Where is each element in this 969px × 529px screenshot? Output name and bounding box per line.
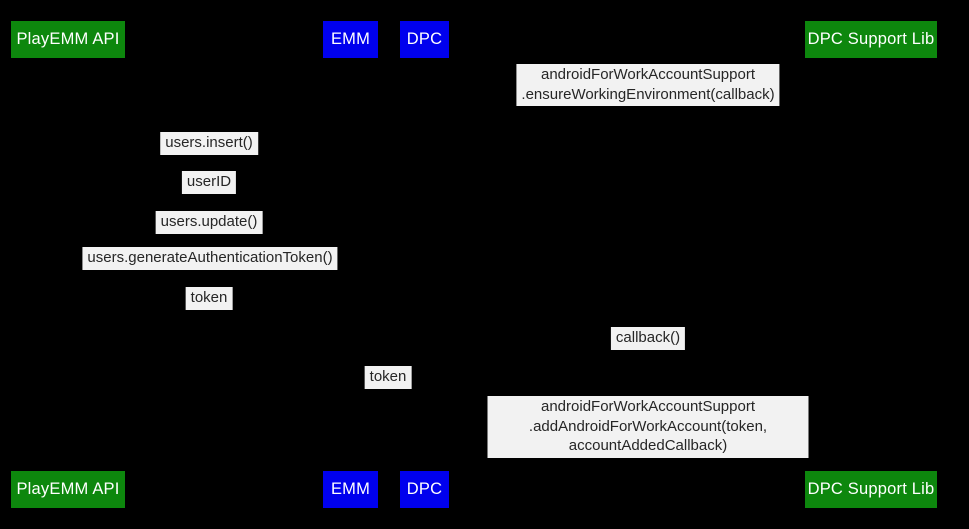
message-label-users-generate-authentication-token: users.generateAuthenticationToken(): [82, 247, 338, 270]
message-label-users-update: users.update(): [155, 211, 263, 234]
message-label-add-android-for-work-account: androidForWorkAccountSupport .addAndroid…: [487, 396, 809, 458]
message-label-users-insert: users.insert(): [160, 132, 258, 155]
actor-box-dpc-support-lib-top: DPC Support Lib: [805, 21, 937, 58]
actor-box-playemm-api-bottom: PlayEMM API: [11, 471, 125, 508]
actor-box-emm-bottom: EMM: [323, 471, 378, 508]
actor-box-dpc-top: DPC: [400, 21, 449, 58]
message-label-token-2: token: [364, 366, 412, 389]
actor-box-emm-top: EMM: [323, 21, 378, 58]
actor-box-playemm-api-top: PlayEMM API: [11, 21, 125, 58]
message-label-callback: callback(): [610, 327, 686, 350]
actor-box-dpc-support-lib-bottom: DPC Support Lib: [805, 471, 937, 508]
message-label-ensure-working-environment: androidForWorkAccountSupport .ensureWork…: [516, 64, 780, 106]
message-label-token-1: token: [185, 287, 233, 310]
actor-box-dpc-bottom: DPC: [400, 471, 449, 508]
message-label-userid: userID: [181, 171, 237, 194]
